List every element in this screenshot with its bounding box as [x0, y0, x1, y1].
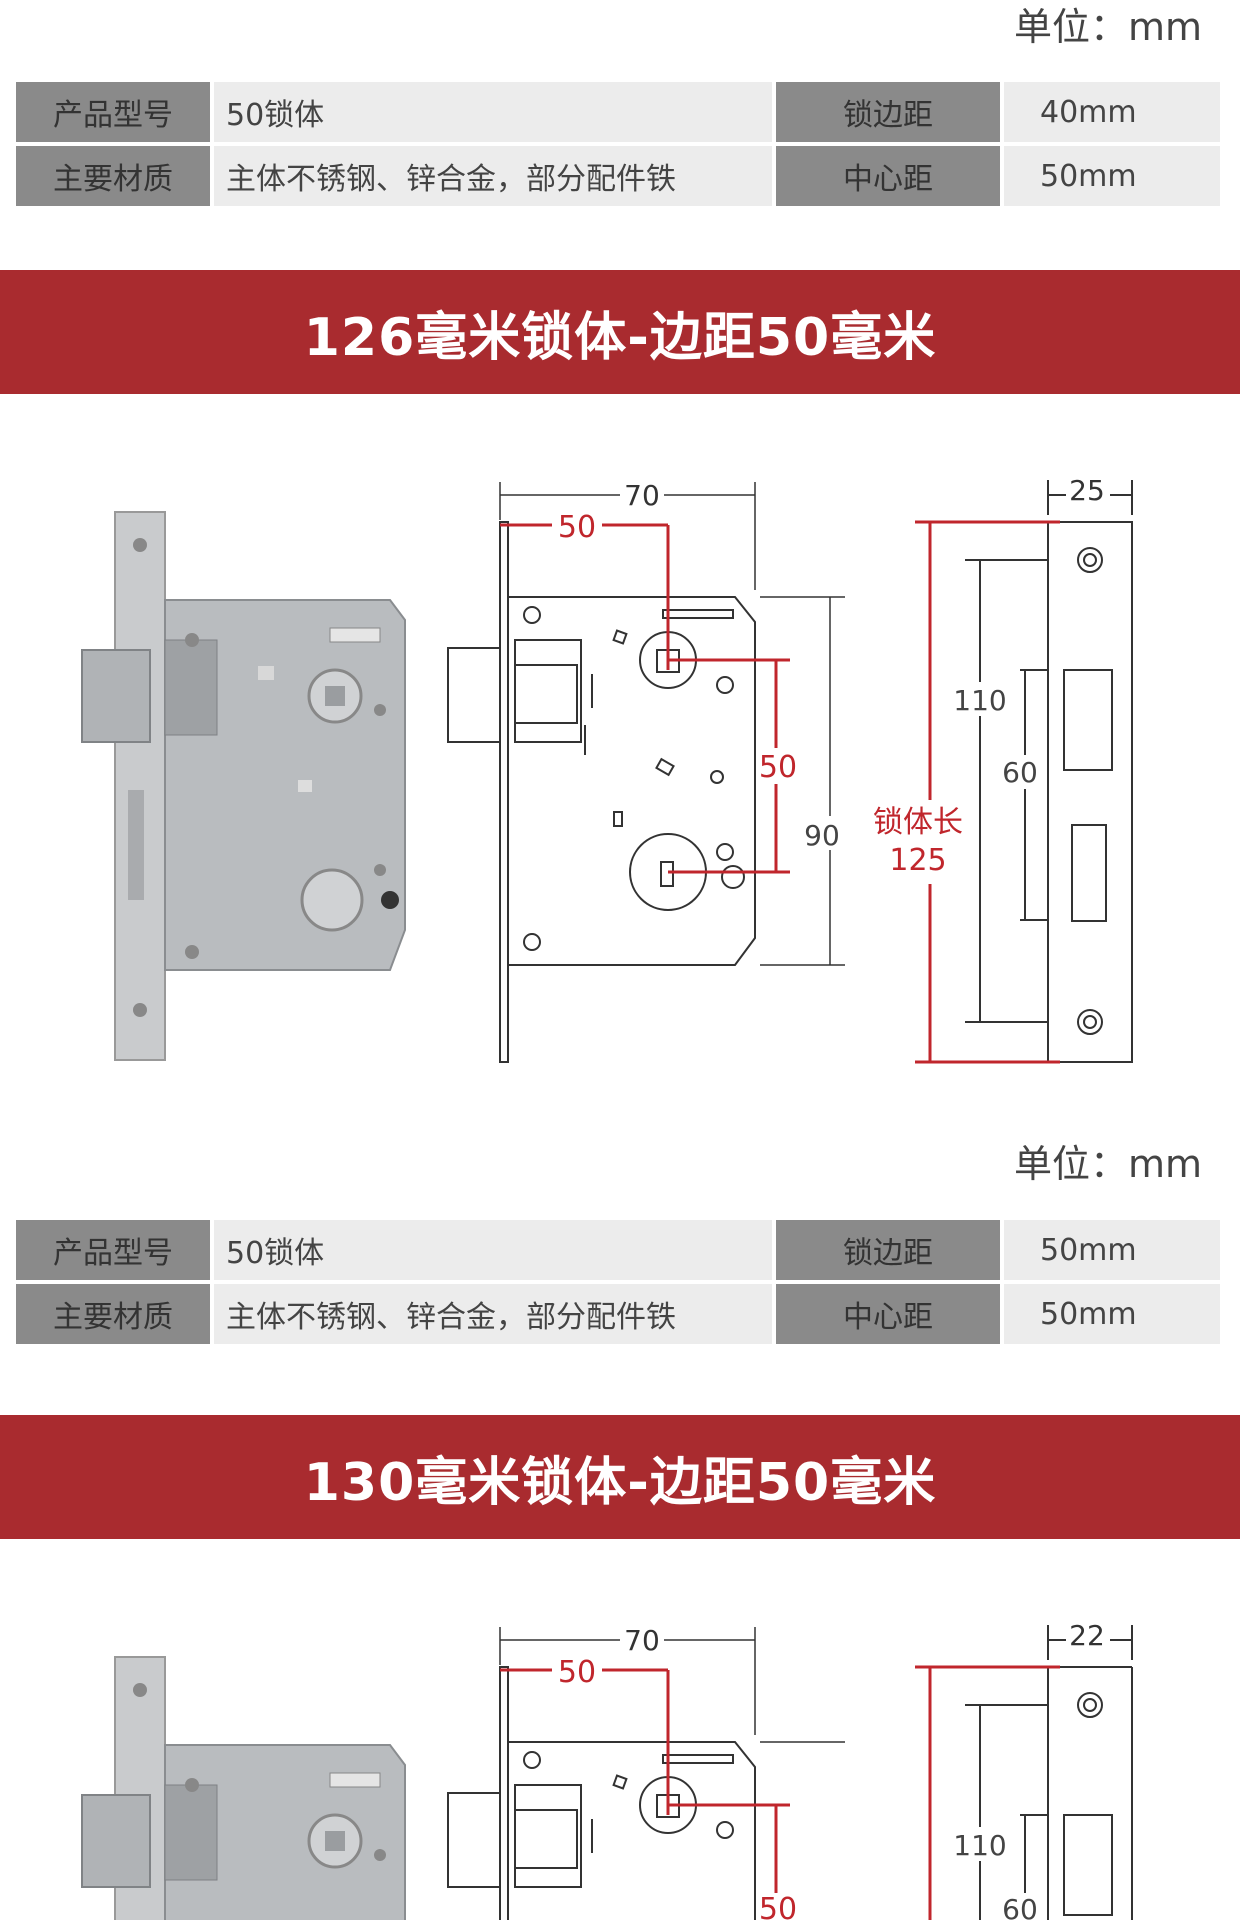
lock-diagram-2: 70 50 50 22 110 60 [81, 1619, 1133, 1920]
spec-label-center: 中心距 [776, 146, 1000, 206]
dim-height: 90 [804, 819, 840, 852]
front-dimensions [499, 482, 845, 966]
dim-center: 50 [759, 750, 797, 785]
lock-body-illustration [81, 511, 406, 1061]
front-dimensions-2 [499, 1627, 845, 1743]
dim-hole-span-2: 110 [953, 1829, 1006, 1862]
dim-hole-span: 110 [953, 684, 1006, 717]
front-red-dimensions [500, 523, 790, 874]
spec-value-model: 50锁体 [214, 1220, 772, 1280]
dim-top-width-2: 70 [624, 1624, 660, 1657]
spec-label-center: 中心距 [776, 1284, 1000, 1344]
unit-label: 单位：mm [1013, 5, 1202, 49]
dim-side-width-2: 22 [1069, 1619, 1105, 1652]
spec-value-backset: 50mm [1004, 1220, 1220, 1280]
spec-label-backset: 锁边距 [776, 82, 1000, 142]
dim-center-2: 50 [759, 1892, 797, 1920]
spec-value-material: 主体不锈钢、锌合金，部分配件铁 [214, 1284, 772, 1344]
spec-value-center: 50mm [1004, 146, 1220, 206]
spec-value-model: 50锁体 [214, 82, 772, 142]
dim-slot-2: 60 [1002, 1893, 1038, 1920]
front-drawing [447, 521, 756, 1063]
spec-label-model: 产品型号 [16, 82, 210, 142]
spec-label-material: 主要材质 [16, 146, 210, 206]
unit-label-2: 单位：mm [1013, 1142, 1202, 1186]
side-length-dimension-2 [915, 1665, 1060, 1920]
front-red-dimensions-2 [500, 1668, 790, 1920]
spec-value-material: 主体不锈钢、锌合金，部分配件铁 [214, 146, 772, 206]
spec-value-center: 50mm [1004, 1284, 1220, 1344]
dim-backset: 50 [558, 510, 596, 545]
side-drawing-2 [965, 1625, 1133, 1920]
front-drawing-2 [447, 1666, 756, 1920]
lock-diagram: 70 50 50 90 25 110 60 锁体长 125 [81, 474, 1133, 1064]
spec-value-backset: 40mm [1004, 82, 1220, 142]
spec-label-model: 产品型号 [16, 1220, 210, 1280]
side-length-dimension [915, 520, 1060, 1064]
dim-backset-2: 50 [558, 1655, 596, 1690]
spec-label-material: 主要材质 [16, 1284, 210, 1344]
side-drawing [965, 480, 1133, 1063]
section-banner: 126毫米锁体-边距50毫米 [0, 270, 1240, 394]
section-banner-2: 130毫米锁体-边距50毫米 [0, 1415, 1240, 1539]
lock-body-illustration-2 [81, 1656, 406, 1920]
dim-length-label: 锁体长 [873, 805, 963, 840]
spec-table: 产品型号 50锁体 锁边距 40mm 主要材质 主体不锈钢、锌合金，部分配件铁 … [16, 82, 1220, 209]
dim-side-width: 25 [1069, 474, 1105, 507]
dim-length-value: 125 [889, 843, 946, 878]
spec-table-2: 产品型号 50锁体 锁边距 50mm 主要材质 主体不锈钢、锌合金，部分配件铁 … [16, 1220, 1220, 1347]
spec-label-backset: 锁边距 [776, 1220, 1000, 1280]
dim-top-width: 70 [624, 479, 660, 512]
dim-slot: 60 [1002, 756, 1038, 789]
